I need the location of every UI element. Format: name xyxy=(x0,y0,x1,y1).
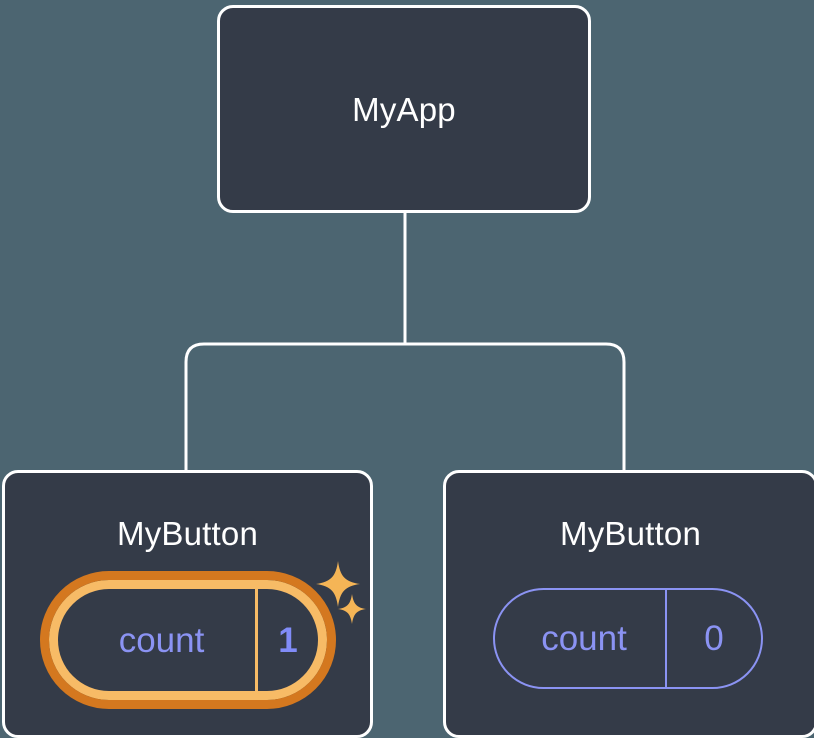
connector-branch xyxy=(184,342,626,470)
state-pill-count-default[interactable]: count 0 xyxy=(493,588,763,689)
state-pill-count-updated[interactable]: count 1 xyxy=(40,571,336,709)
root-node[interactable]: MyApp xyxy=(217,5,591,213)
child-node-right-label: MyButton xyxy=(560,515,701,552)
state-pill-inner: count 1 xyxy=(58,589,318,691)
child-node-left-label: MyButton xyxy=(117,515,258,552)
root-node-label: MyApp xyxy=(352,90,456,128)
state-key-label: count xyxy=(541,619,627,658)
state-key-label: count xyxy=(118,620,205,660)
state-value-label: 0 xyxy=(665,590,761,687)
state-value-label: 1 xyxy=(255,589,318,691)
